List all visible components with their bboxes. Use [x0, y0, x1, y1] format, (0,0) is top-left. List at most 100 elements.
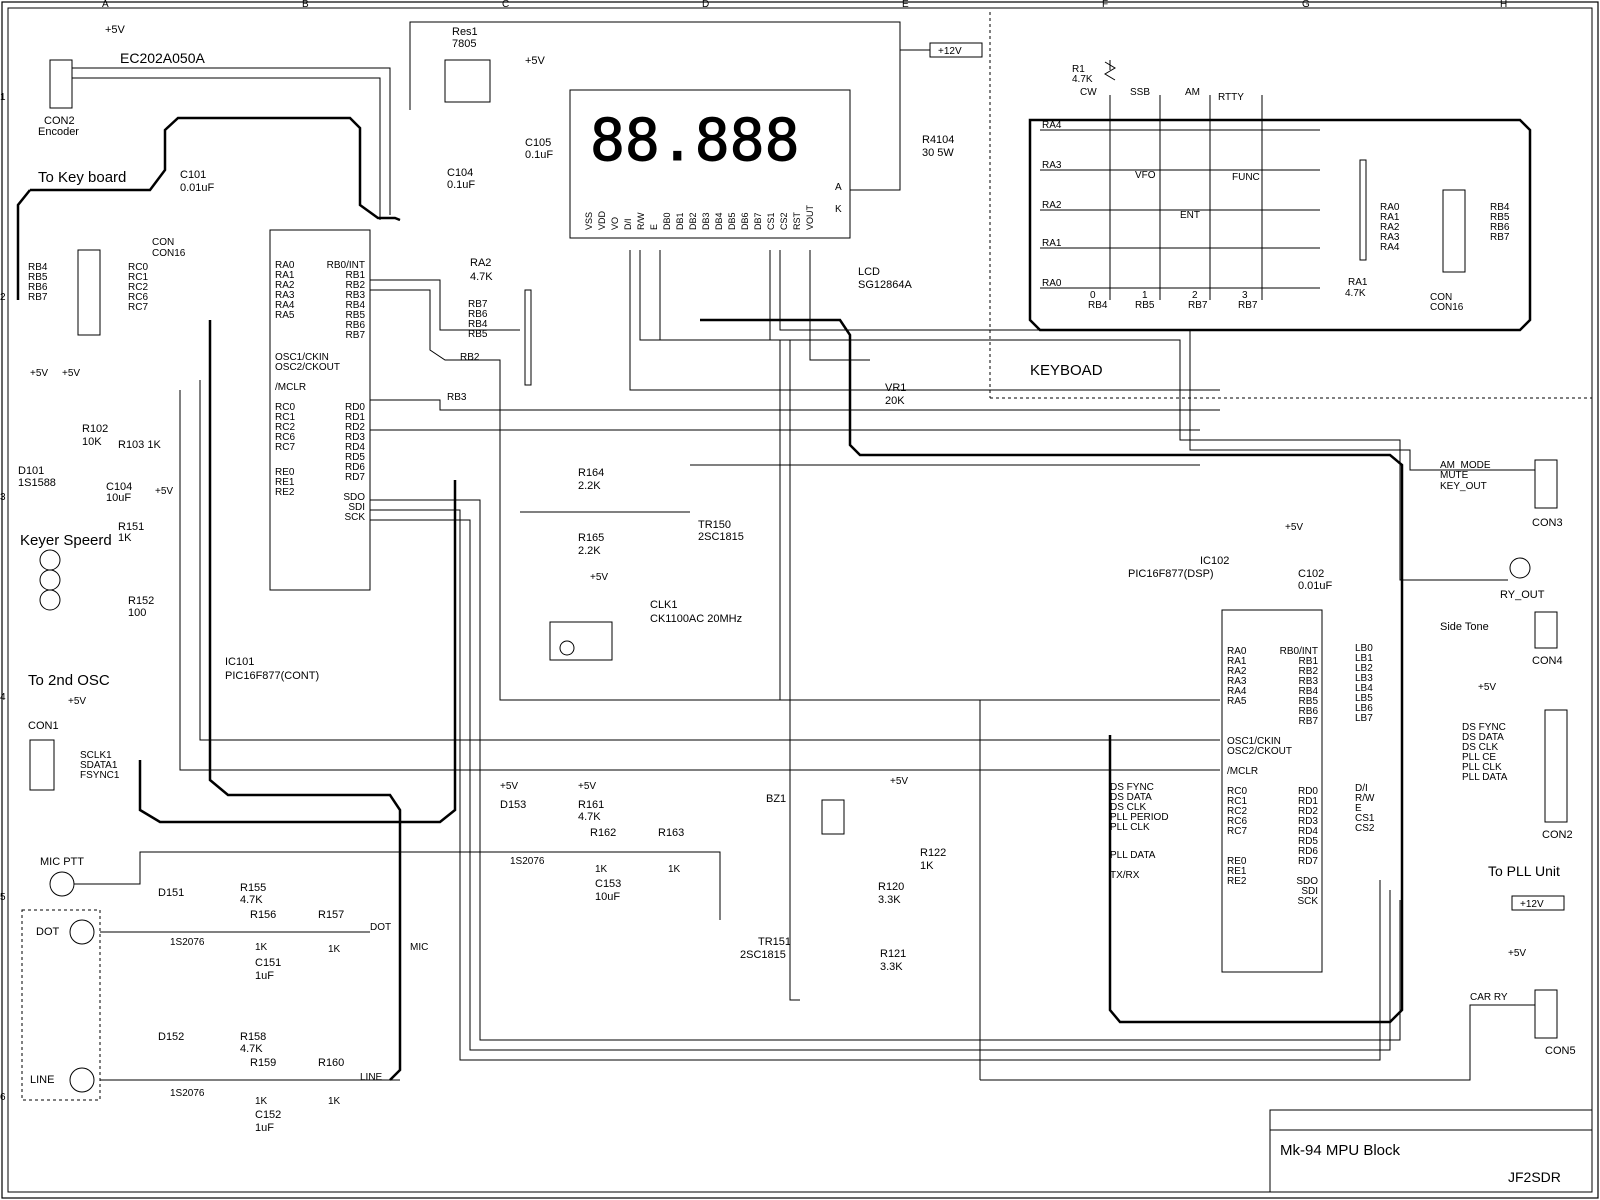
svg-text:A: A [835, 182, 842, 193]
pll-clk: PLL CLK [1462, 762, 1502, 773]
ic101-pin-r15: RD7 [345, 472, 365, 483]
d101-ref: D101 [18, 465, 44, 477]
column-labels: A B C D E F G H [102, 0, 1507, 10]
ic102-pin-r12: RD4 [1298, 826, 1318, 837]
ic101-pin-3: RA3 [275, 290, 295, 301]
ic102-pin-4: RA4 [1227, 686, 1247, 697]
svg-text:+5V: +5V [155, 486, 173, 497]
row-label-4: 4 [0, 692, 6, 703]
ic102-net-r10: E [1355, 803, 1362, 814]
ry-out-label: RY_OUT [1500, 589, 1545, 601]
ic101-pin-r13: RD5 [345, 452, 365, 463]
row-label-6: 6 [0, 1092, 6, 1103]
r161-ref: R161 [578, 799, 604, 811]
ic102-pin-0: RA0 [1227, 646, 1247, 657]
ic102-net-r7: LB7 [1355, 713, 1373, 724]
svg-text:1S2076: 1S2076 [170, 937, 205, 948]
r151-ref: R151 [118, 521, 144, 533]
ic102-pin-r11: RD3 [1298, 816, 1318, 827]
key-3: 3 [1242, 290, 1248, 301]
c104-val: 10uF [106, 492, 131, 504]
ic102-net-l2: DS CLK [1110, 802, 1146, 813]
lcd-pin-9: DB3 [701, 212, 711, 230]
r102-ref: R102 [82, 423, 108, 435]
con1-sdata1: SDATA1 [80, 760, 118, 771]
plus12v-label: +12V [938, 46, 962, 57]
svg-text:RB4: RB4 [1490, 202, 1510, 213]
key-2: 2 [1192, 290, 1198, 301]
ic101-pin-4: RA4 [275, 300, 295, 311]
d101-val: 1S1588 [18, 477, 56, 489]
con16-ref: CON [152, 237, 174, 248]
svg-text:RB7: RB7 [1490, 232, 1510, 243]
c151-ref: C151 [255, 957, 281, 969]
ic102-pin-r15: RD7 [1298, 856, 1318, 867]
c104a-val: 0.1uF [447, 179, 475, 191]
lcd-pin-6: DB0 [662, 212, 672, 230]
lcd-pin-14: CS1 [766, 212, 776, 230]
ic102-ref: IC102 [1200, 555, 1229, 567]
ic101: IC101 PIC16F877(CONT) C101 0.01uF RA0RA1… [180, 169, 371, 682]
col-label-g: G [1302, 0, 1310, 10]
key-ssb: SSB [1130, 87, 1150, 98]
ic102-net-r1: LB1 [1355, 653, 1373, 664]
r1-ref: R1 [1072, 64, 1085, 75]
ic102-pin-6: OSC1/CKIN [1227, 736, 1281, 747]
svg-text:1K: 1K [328, 944, 341, 955]
lcd-val: SG12864A [858, 279, 912, 291]
svg-text:RC6: RC6 [128, 292, 148, 303]
c102-val: 0.01uF [1298, 580, 1333, 592]
ic101-pin-r7: RB7 [346, 330, 366, 341]
ic101-pin-2: RA2 [275, 280, 295, 291]
col-label-e: E [902, 0, 909, 10]
ic101-ref: IC101 [225, 656, 254, 668]
svg-text:+5V: +5V [30, 368, 48, 379]
svg-text:RB6: RB6 [468, 309, 488, 320]
lcd-pin-2: VO [610, 217, 620, 230]
con1-label: CON1 [28, 720, 59, 732]
tr150-val: 2SC1815 [698, 531, 744, 543]
ic101-pin-r3: RB3 [346, 290, 366, 301]
r158-val: 4.7K [240, 1043, 263, 1055]
svg-text:RB5: RB5 [1490, 212, 1510, 223]
ic102-net-r8: D/I [1355, 783, 1368, 794]
r155-ref: R155 [240, 882, 266, 894]
svg-text:RB7: RB7 [468, 299, 488, 310]
r162-label: R162 [590, 827, 616, 839]
c105-ref: C105 [525, 137, 551, 149]
ic102-pin-r16: SDO [1296, 876, 1318, 887]
con2-encoder-ref: CON2 [44, 115, 75, 127]
svg-text:RA1: RA1 [1380, 212, 1400, 223]
ic102-pin-r9: RD1 [1298, 796, 1318, 807]
sheet-title: Mk-94 MPU Block [1280, 1142, 1401, 1159]
svg-text:RA1: RA1 [1042, 238, 1062, 249]
ic102-net-r12: CS2 [1355, 823, 1375, 834]
svg-text:+5V: +5V [105, 24, 126, 36]
ic101-pin-12: RC6 [275, 432, 295, 443]
ic102-pin-r4: RB4 [1299, 686, 1319, 697]
col-label-d: D [702, 0, 709, 10]
r160-label: R160 [318, 1057, 344, 1069]
r165-ref: R165 [578, 532, 604, 544]
con5-label: CON5 [1545, 1045, 1576, 1057]
ic101-pin-r16: SDO [343, 492, 365, 503]
lcd-pin-12: DB6 [740, 212, 750, 230]
ic102-net-r0: LB0 [1355, 643, 1373, 654]
ic102-net-l3: PLL PERIOD [1110, 812, 1169, 823]
svg-text:RB4: RB4 [28, 262, 48, 273]
svg-text:RA2: RA2 [1042, 200, 1062, 211]
ic101-pin-11: RC2 [275, 422, 295, 433]
svg-text:+5V: +5V [1478, 682, 1496, 693]
c152-val: 1uF [255, 1122, 274, 1134]
svg-text:RC0: RC0 [128, 262, 148, 273]
ic101-pin-r9: RD1 [345, 412, 365, 423]
con2-pll-label: CON2 [1542, 829, 1573, 841]
ic102-net-r2: LB2 [1355, 663, 1373, 674]
key-ent: ENT [1180, 210, 1200, 221]
r103-label: R103 1K [118, 439, 161, 451]
ic101-pin-r5: RB5 [346, 310, 366, 321]
ic101-pin-16: RE2 [275, 487, 295, 498]
